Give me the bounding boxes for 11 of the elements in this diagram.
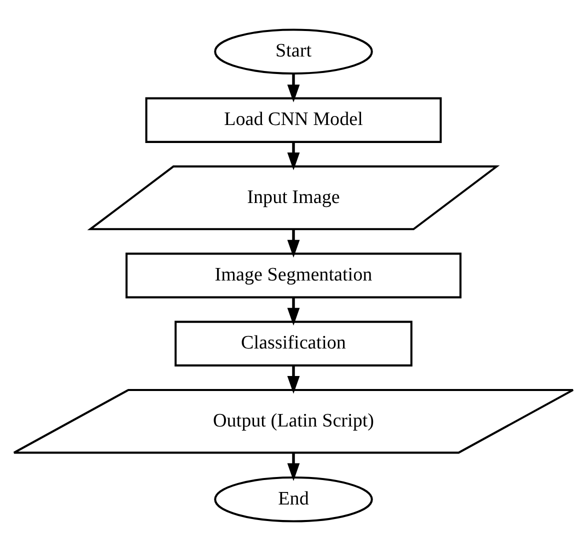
node-box: Image Segmentation bbox=[126, 252, 462, 298]
node-box: Load CNN Model bbox=[145, 96, 442, 142]
arrow bbox=[287, 228, 300, 258]
arrow bbox=[287, 73, 300, 102]
node-box: Classification bbox=[174, 320, 412, 366]
arrow bbox=[287, 365, 300, 394]
node-ellipse: End bbox=[214, 476, 373, 522]
node-ellipse: Start bbox=[214, 28, 373, 74]
arrow bbox=[287, 141, 300, 170]
arrow bbox=[287, 452, 300, 480]
arrow bbox=[287, 297, 300, 326]
